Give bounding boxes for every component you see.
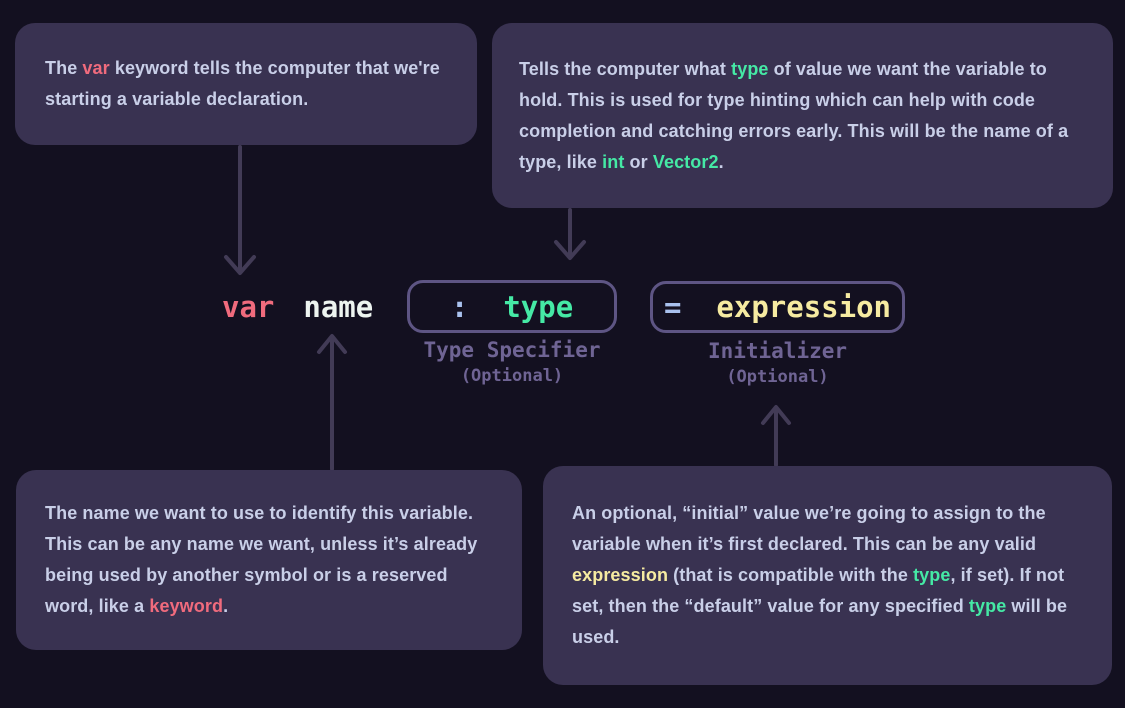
arrow-initializer-up bbox=[761, 405, 791, 467]
code-colon: : bbox=[450, 289, 469, 324]
callout-variable-name: The name we want to use to identify this… bbox=[16, 470, 522, 650]
arrow-name-up bbox=[317, 334, 347, 471]
callout-var-keyword: The var keyword tells the computer that … bbox=[15, 23, 477, 145]
type-specifier-label: Type Specifier bbox=[423, 338, 601, 362]
callout-expression-text: An optional, “initial” value we’re going… bbox=[572, 503, 1068, 647]
callout-type-text: Tells the computer what type of value we… bbox=[519, 58, 1069, 172]
type-specifier-label-group: Type Specifier (Optional) bbox=[407, 337, 617, 388]
initializer-box: = expression bbox=[650, 281, 905, 333]
callout-var-text: The var keyword tells the computer that … bbox=[45, 58, 440, 109]
arrow-type-down bbox=[554, 208, 586, 260]
code-equals: = bbox=[663, 290, 682, 324]
code-type-token: type bbox=[503, 289, 574, 324]
code-var-keyword: var bbox=[222, 289, 275, 324]
type-specifier-box: : type bbox=[407, 280, 617, 333]
callout-initializer: An optional, “initial” value we’re going… bbox=[543, 466, 1112, 685]
code-line: var name bbox=[222, 280, 373, 333]
type-specifier-optional-label: (Optional) bbox=[460, 366, 564, 386]
code-variable-name: name bbox=[303, 289, 374, 324]
callout-type-specifier: Tells the computer what type of value we… bbox=[492, 23, 1113, 208]
initializer-label-group: Initializer (Optional) bbox=[650, 338, 905, 389]
initializer-optional-label: (Optional) bbox=[726, 367, 829, 387]
code-expression-token: expression bbox=[716, 290, 892, 324]
arrow-var-down bbox=[224, 145, 256, 275]
callout-name-text: The name we want to use to identify this… bbox=[45, 503, 478, 616]
initializer-label: Initializer bbox=[707, 339, 848, 363]
